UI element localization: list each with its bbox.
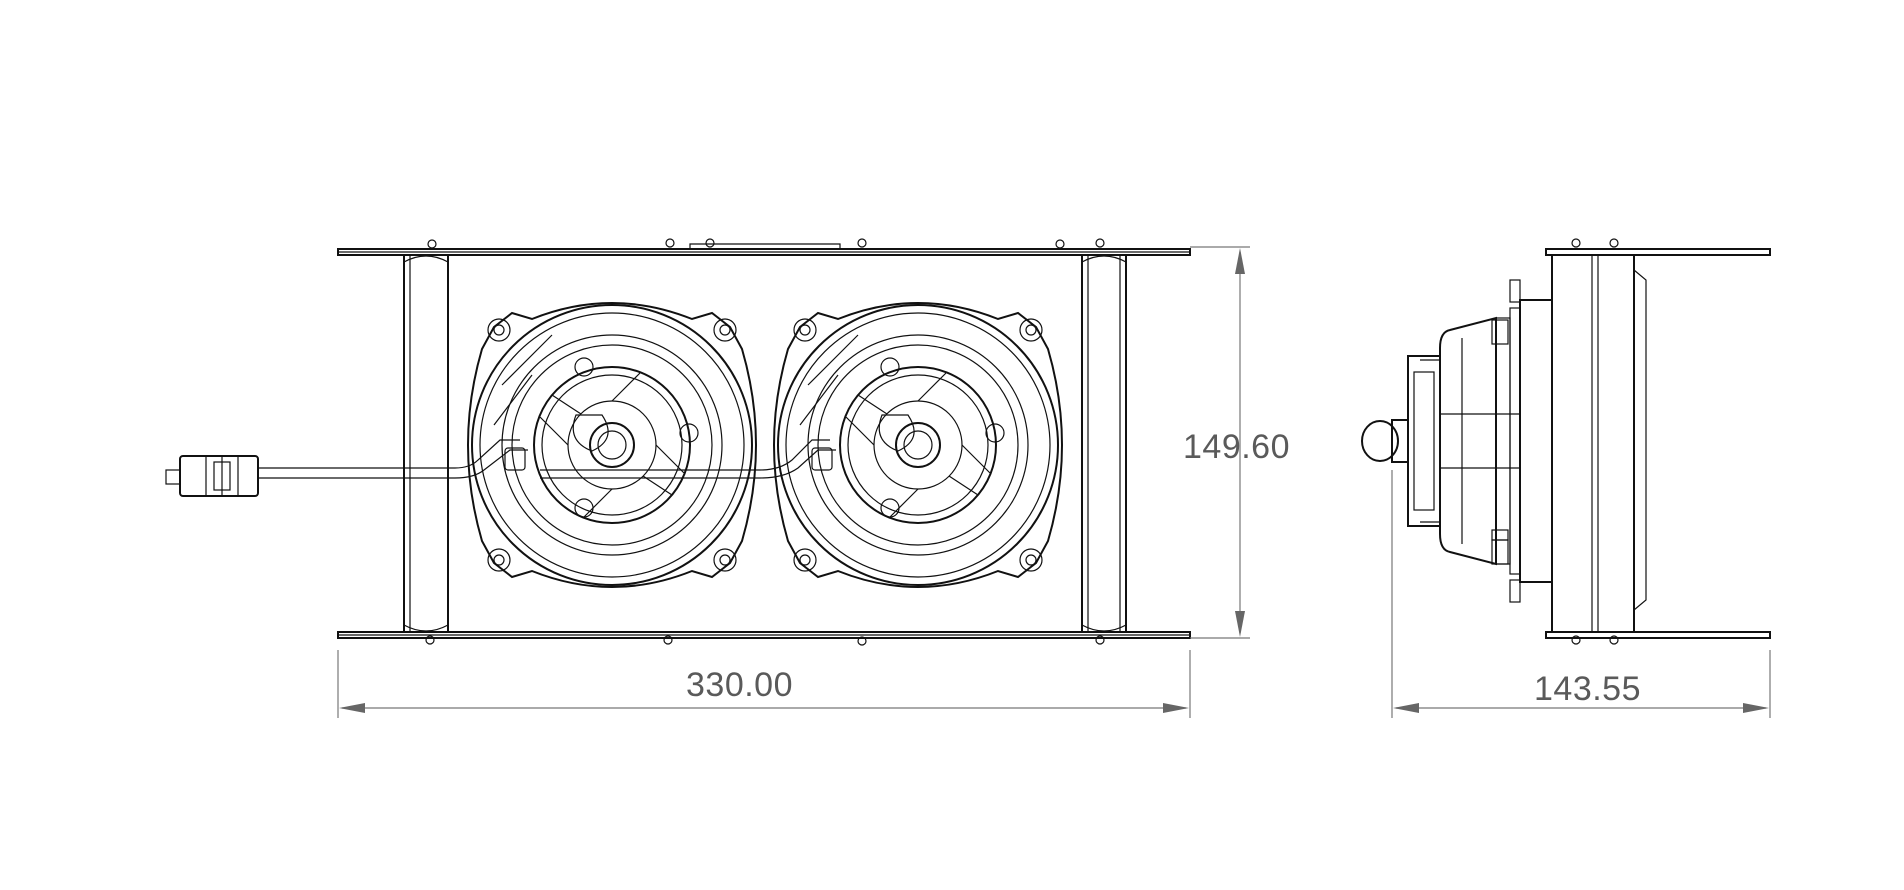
front-view [165, 238, 1191, 646]
shroud-frame [403, 254, 1127, 633]
fan-left [467, 302, 757, 588]
dim-text-width: 330.00 [686, 666, 793, 704]
wiring-harness [258, 439, 836, 479]
fan-right [773, 302, 1063, 588]
bottom-rail [337, 631, 1191, 646]
dimension-front-height: 149.60 [1183, 246, 1290, 639]
top-rail [337, 238, 1191, 256]
dim-text-side: 143.55 [1534, 670, 1641, 708]
dimension-side-width: 143.55 [1391, 470, 1771, 718]
dimension-front-width: 330.00 [337, 650, 1191, 718]
connector-plug [165, 455, 259, 497]
dim-text-height: 149.60 [1183, 428, 1290, 466]
side-view [1361, 238, 1771, 645]
